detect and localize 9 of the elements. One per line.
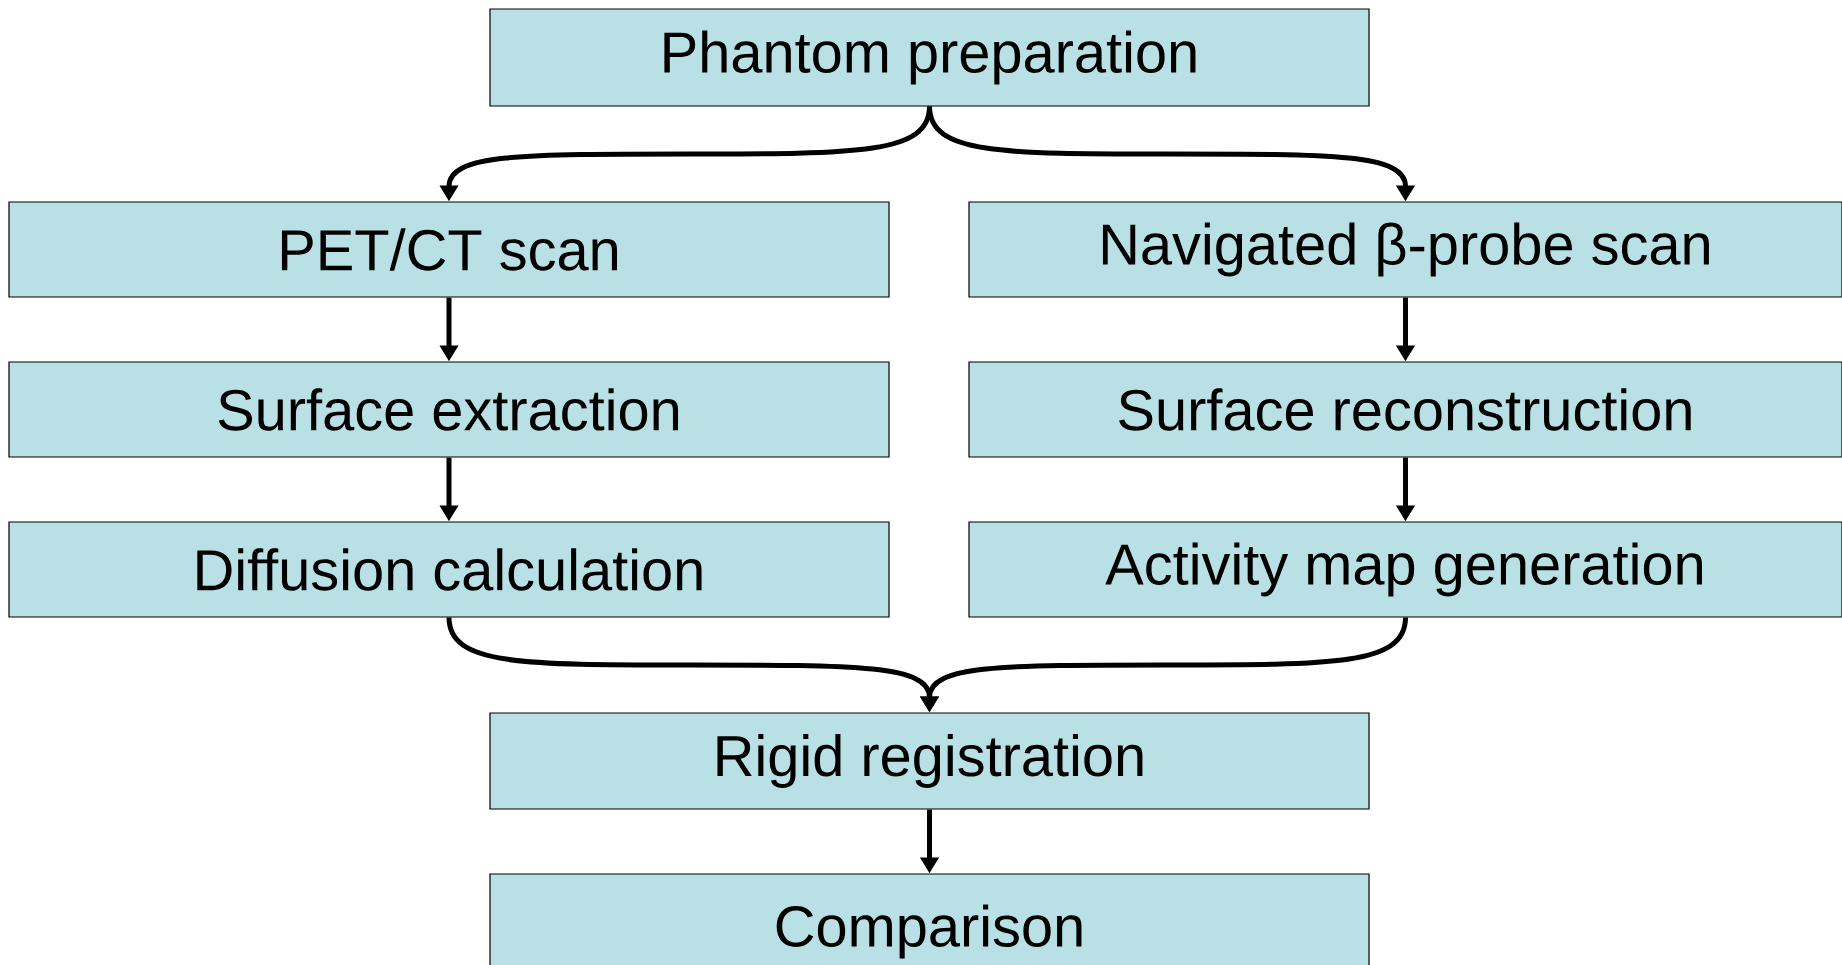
process-box: Comparison <box>489 873 1370 965</box>
process-box: Activity map generation <box>968 521 1842 618</box>
process-box: Navigated β-probe scan <box>968 201 1842 298</box>
process-box: Phantom preparation <box>489 8 1370 107</box>
process-box: Surface extraction <box>8 361 890 458</box>
process-box: Surface reconstruction <box>968 361 1842 458</box>
process-box: Diffusion calculation <box>8 521 890 618</box>
process-box: Rigid registration <box>489 712 1370 810</box>
process-box: PET/CT scan <box>8 201 890 298</box>
